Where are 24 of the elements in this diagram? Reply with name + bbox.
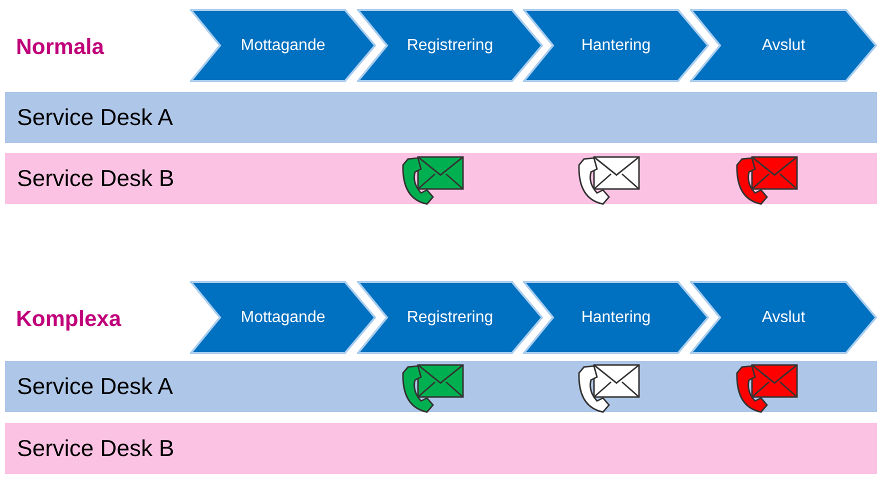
step-label: Mottagande	[240, 308, 326, 328]
process-step-banner	[690, 281, 877, 354]
step-label: Hantering	[580, 308, 652, 328]
step-label: Registrering	[406, 308, 494, 328]
process-step-banner	[523, 281, 709, 354]
lane-label: Service Desk B	[17, 165, 174, 192]
process-step-banner	[357, 281, 543, 354]
step-label: Registrering	[406, 36, 494, 56]
process-step-banner	[690, 9, 877, 82]
step-label: Avslut	[760, 308, 806, 328]
step-label: Hantering	[580, 36, 652, 56]
lane-band	[5, 423, 877, 474]
lane-label: Service Desk A	[17, 373, 173, 400]
group-heading: Komplexa	[16, 306, 122, 332]
group-heading: Normala	[16, 34, 104, 60]
step-label: Avslut	[760, 36, 806, 56]
process-step-banner	[357, 9, 543, 82]
step-label: Mottagande	[240, 36, 326, 56]
lane-label: Service Desk B	[17, 435, 174, 462]
lane-label: Service Desk A	[17, 104, 173, 131]
process-step-banner	[190, 281, 376, 354]
process-step-banner	[523, 9, 709, 82]
process-step-banner	[190, 9, 376, 82]
lane-band	[5, 92, 877, 143]
